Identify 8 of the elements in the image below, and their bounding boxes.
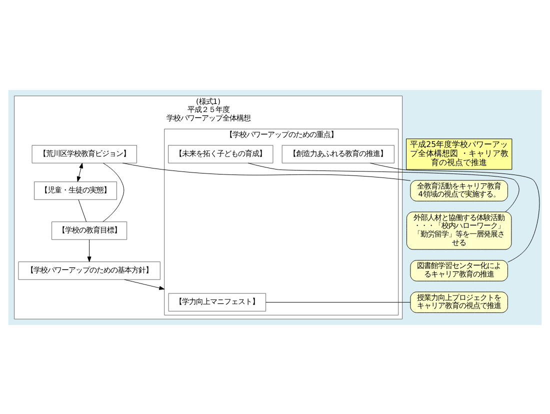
connector xyxy=(122,162,411,180)
arrow xyxy=(124,278,165,290)
connector xyxy=(248,162,520,212)
connector xyxy=(78,198,87,222)
arrow xyxy=(87,238,92,262)
connector xyxy=(370,162,540,262)
connector xyxy=(102,162,124,222)
arrow xyxy=(76,162,83,182)
